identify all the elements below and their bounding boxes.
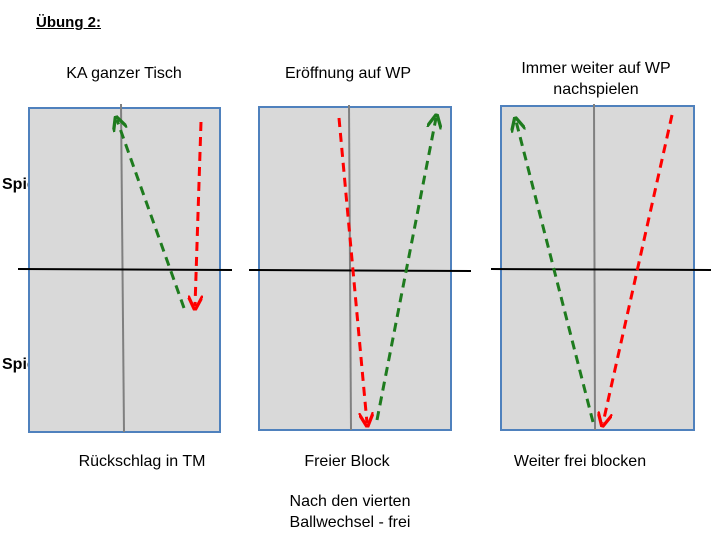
red-ball-path bbox=[337, 117, 367, 423]
red-ball-path bbox=[603, 114, 674, 423]
center-line bbox=[120, 103, 125, 433]
panel-3-table bbox=[490, 103, 712, 431]
panel-1-table bbox=[17, 103, 233, 433]
net-line bbox=[490, 268, 712, 271]
green-ball-path bbox=[516, 121, 595, 423]
green-ball-path bbox=[375, 118, 436, 421]
panel-2-caption: Freier Block bbox=[304, 453, 390, 470]
net-line bbox=[248, 269, 472, 272]
panel-3-caption: Weiter frei blocken bbox=[513, 453, 647, 470]
panel-1-caption: Rückschlag in TM bbox=[78, 453, 206, 470]
center-line bbox=[348, 104, 352, 431]
green-ball-path bbox=[117, 120, 186, 309]
center-line bbox=[593, 103, 596, 431]
table-surface bbox=[500, 105, 695, 431]
exercise-heading: Übung 2: bbox=[36, 14, 101, 31]
panel-3-title: Immer weiter auf WP nachspielen bbox=[521, 60, 671, 98]
table-surface bbox=[258, 106, 452, 431]
red-ball-path bbox=[195, 121, 201, 306]
footnote: Nach den vierten Ballwechsel - frei bbox=[289, 493, 411, 531]
panel-2-table bbox=[248, 104, 472, 431]
net-line bbox=[17, 268, 233, 271]
panel-1-title: KA ganzer Tisch bbox=[66, 65, 182, 82]
panel-2-title: Eröffnung auf WP bbox=[285, 65, 411, 82]
